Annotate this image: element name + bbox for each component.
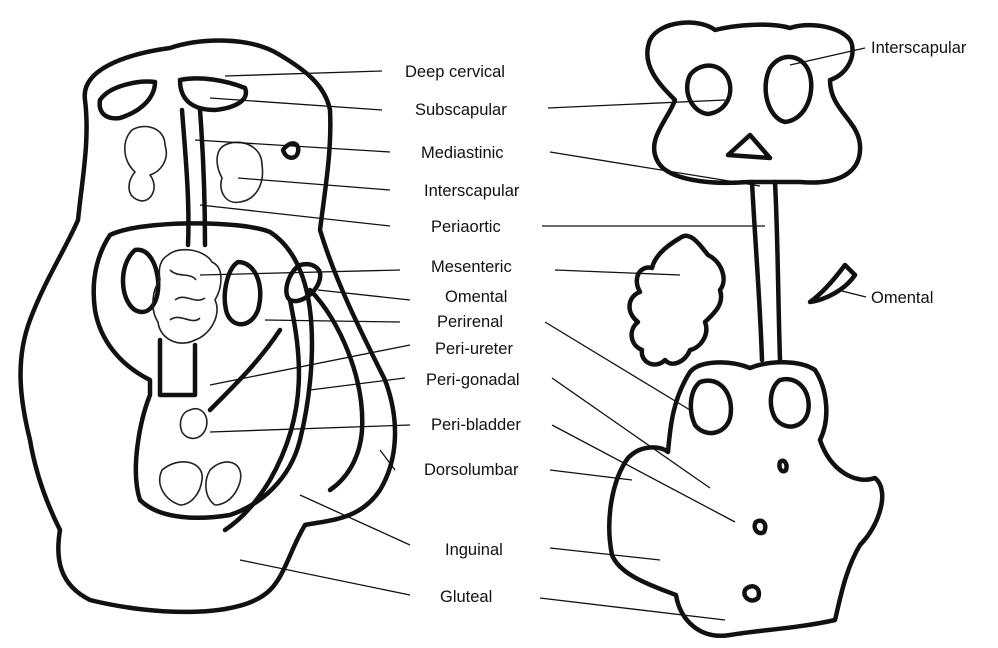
- right-omental-crescent: [810, 265, 855, 302]
- leader-peri-bladder: [210, 425, 410, 432]
- left-body-figure: [21, 41, 395, 612]
- right-shoulder-hole-left: [687, 66, 730, 114]
- leader-inguinal-right: [550, 548, 660, 560]
- right-spine-strip: [752, 182, 780, 360]
- left-gluteal-pad-right: [206, 462, 241, 505]
- right-kidney-left: [691, 381, 731, 433]
- label-peri-ureter: Peri-ureter: [435, 340, 513, 358]
- leader-gluteal-left: [240, 560, 410, 595]
- right-neck-triangle: [728, 135, 770, 158]
- leader-inguinal: [300, 495, 410, 545]
- label-peri-bladder: Peri-bladder: [431, 416, 521, 434]
- label-mesenteric: Mesenteric: [431, 258, 512, 276]
- right-gluteal-node: [744, 586, 758, 600]
- right-small-node-2: [755, 521, 766, 533]
- label-dorsolumbar: Dorsolumbar: [424, 461, 519, 479]
- right-mesenteric-ruffle: [630, 236, 724, 365]
- left-bladder: [180, 409, 206, 439]
- left-gluteal-pad-left: [160, 462, 203, 505]
- left-gonadal-duct: [225, 300, 299, 530]
- leader-mesenteric-right: [555, 270, 680, 275]
- right-shoulder-hole-right: [766, 57, 812, 122]
- label-subscapular: Subscapular: [415, 101, 507, 119]
- left-interscapular-lobe-right: [217, 142, 262, 202]
- label-interscapular: Interscapular: [424, 182, 520, 200]
- leader-omental: [318, 290, 410, 300]
- center-labels: Deep cervical Subscapular Mediastinic In…: [405, 63, 521, 606]
- label-omental: Omental: [445, 288, 507, 306]
- left-interscapular-lobe-left: [125, 126, 166, 200]
- right-kidney-right: [771, 379, 809, 426]
- left-mesenteric-fold-1: [170, 270, 205, 321]
- label-deep-cervical: Deep cervical: [405, 63, 505, 81]
- right-labels: Interscapular Omental: [871, 39, 967, 307]
- left-ureter-right: [210, 330, 280, 410]
- left-kidney-right: [225, 262, 261, 324]
- leader-omental-right: [838, 290, 866, 297]
- leader-perirenal-right: [545, 322, 690, 410]
- right-small-node-1: [779, 461, 786, 472]
- left-subscapular-pad-left: [100, 82, 155, 119]
- leader-gluteal-right: [540, 598, 725, 620]
- right-body-figure: [609, 23, 882, 636]
- label-inguinal: Inguinal: [445, 541, 503, 559]
- leader-peri-gonadal-right: [552, 378, 710, 488]
- label-periaortic: Periaortic: [431, 218, 501, 236]
- label-peri-gonadal: Peri-gonadal: [426, 371, 520, 389]
- left-subscapular-pad-right: [180, 78, 246, 110]
- label-interscapular-right: Interscapular: [871, 39, 967, 57]
- label-mediastinic: Mediastinic: [421, 144, 504, 162]
- label-perirenal: Perirenal: [437, 313, 503, 331]
- left-mesenteric-fat: [153, 250, 221, 343]
- label-omental-right: Omental: [871, 289, 933, 307]
- left-ureter-left: [160, 340, 195, 395]
- leader-subscapular-right: [548, 100, 725, 108]
- label-gluteal: Gluteal: [440, 588, 492, 606]
